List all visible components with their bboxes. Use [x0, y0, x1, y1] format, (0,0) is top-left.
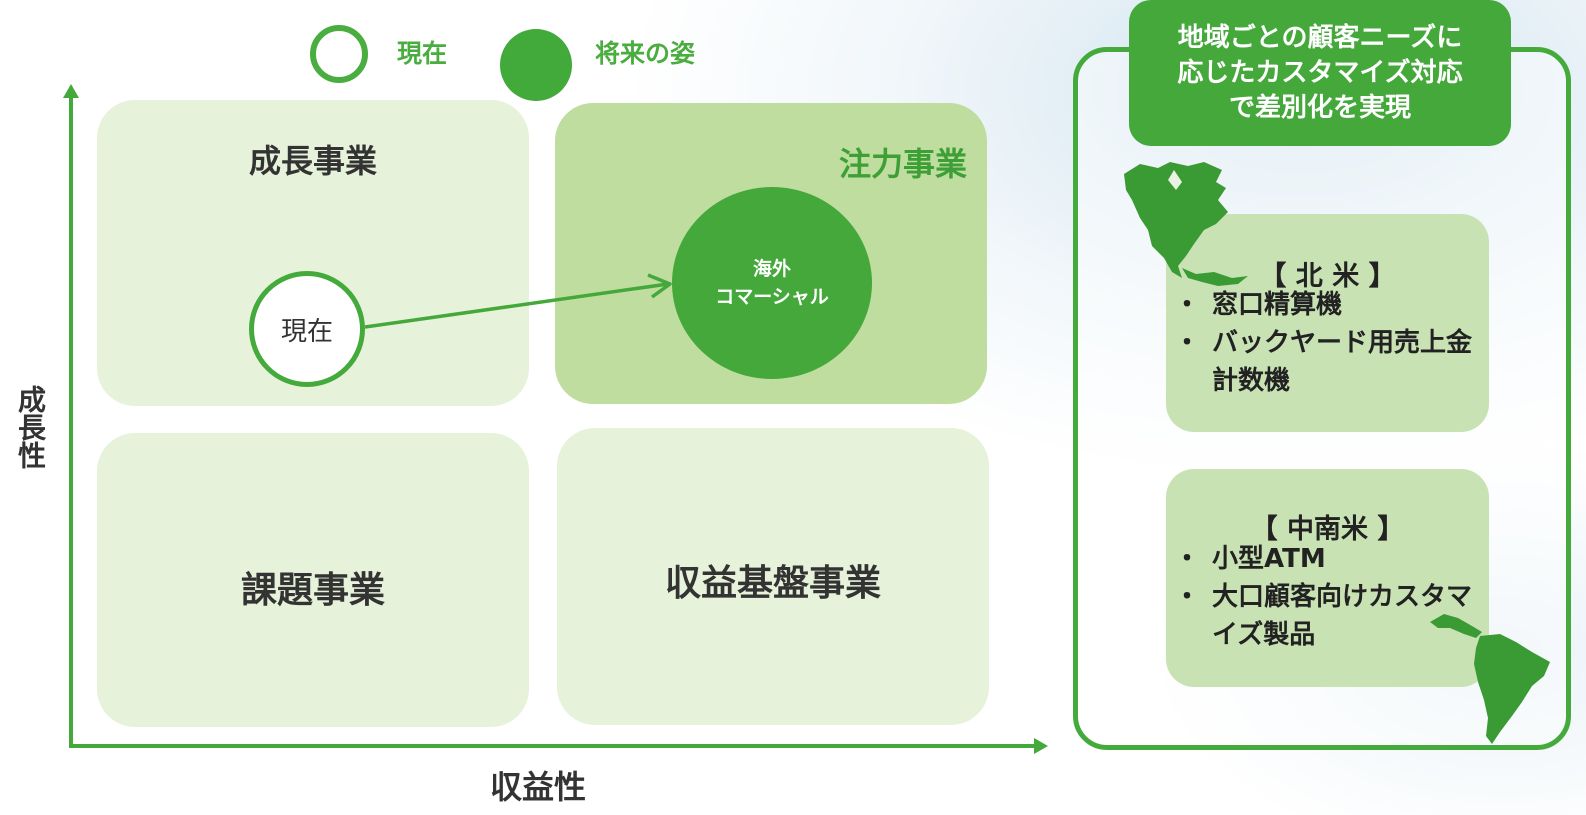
region-north-america-item: 窓口精算機	[1174, 286, 1474, 324]
region-latin-america-item: 小型ATM	[1174, 540, 1474, 578]
y-axis-label: 成長性	[14, 385, 47, 469]
region-north-america: 【 北 米 】 窓口精算機 バックヤード用売上金計数機	[1166, 214, 1489, 432]
quadrant-focus-label: 注力事業	[838, 145, 967, 183]
transition-arrowhead-icon	[647, 273, 672, 299]
legend-current-label: 現在	[397, 39, 448, 68]
callout-line-1: 地域ごとの顧客ニーズに	[1177, 22, 1463, 53]
region-north-america-item: バックヤード用売上金計数機	[1174, 324, 1474, 400]
panel-callout: 地域ごとの顧客ニーズに 応じたカスタマイズ対応 で差別化を実現	[1129, 0, 1511, 146]
legend-current-ring-icon	[310, 25, 368, 83]
y-axis-arrowhead-icon	[63, 84, 79, 98]
current-position-label: 現在	[280, 316, 333, 347]
quadrant-base-label: 収益基盤事業	[664, 563, 881, 604]
legend-future-dot-icon	[500, 29, 572, 101]
future-position-label-line1: 海外	[752, 258, 791, 280]
north-america-map-icon	[1124, 162, 1248, 286]
region-latin-america: 【 中南米 】 小型ATM 大口顧客向けカスタマイズ製品	[1166, 469, 1489, 687]
callout-line-3: で差別化を実現	[1228, 92, 1411, 123]
x-axis-label: 収益性	[490, 768, 587, 806]
future-position-label-line2: コマーシャル	[715, 286, 829, 308]
legend-future-label: 将来の姿	[595, 39, 696, 68]
quadrant-issue: 課題事業	[97, 433, 529, 727]
callout-line-2: 応じたカスタマイズ対応	[1177, 57, 1463, 88]
x-axis-arrowhead-icon	[1034, 738, 1048, 754]
future-position-circle: 海外 コマーシャル	[672, 187, 872, 379]
transition-arrow-line	[364, 282, 669, 329]
region-latin-america-item: 大口顧客向けカスタマイズ製品	[1174, 578, 1474, 654]
region-north-america-list: 窓口精算機 バックヤード用売上金計数機	[1174, 286, 1474, 400]
quadrant-base: 収益基盤事業	[557, 428, 989, 725]
region-latin-america-list: 小型ATM 大口顧客向けカスタマイズ製品	[1174, 540, 1474, 654]
quadrant-growth-label: 成長事業	[248, 142, 377, 180]
south-america-map-icon	[1430, 614, 1550, 744]
quadrant-issue-label: 課題事業	[240, 570, 385, 611]
current-position-circle: 現在	[249, 271, 365, 387]
